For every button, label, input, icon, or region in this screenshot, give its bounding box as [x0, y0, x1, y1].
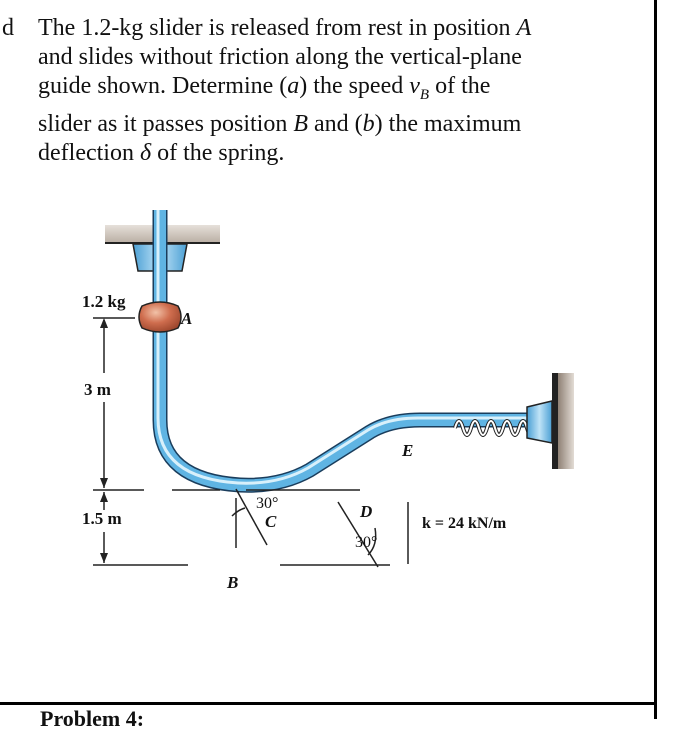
slider-guide-figure: A 1.2 kg 3 m 1.5 m	[60, 134, 580, 592]
clipped-left-text: d	[2, 15, 14, 41]
label-point-B: B	[226, 573, 238, 590]
label-angle-D: 30°	[355, 534, 377, 551]
label-angle-C: 30°	[256, 495, 278, 512]
problem-line-1: The 1.2-kg slider is released from rest …	[38, 15, 532, 41]
spring	[453, 419, 537, 437]
problem-line-5: deflection δ of the spring.	[38, 139, 285, 166]
mass-label: 1.2 kg	[82, 292, 126, 311]
problem-statement: The 1.2-kg slider is released from rest …	[38, 14, 648, 168]
dimension-3m: 3 m	[84, 380, 111, 399]
problem-line-2: and slides without friction along the ve…	[38, 44, 522, 70]
table-right-border	[654, 0, 657, 719]
label-point-D: D	[359, 502, 372, 521]
guide-tube	[152, 134, 530, 493]
table-bottom-rule	[0, 702, 657, 705]
spring-constant-label: k = 24 kN/m	[422, 515, 507, 532]
wall-support	[526, 373, 574, 469]
label-point-C: C	[265, 512, 277, 531]
label-point-A: A	[180, 309, 192, 328]
problem-line-3: guide shown. Determine (a) the speed vB …	[38, 73, 491, 103]
slider-A	[138, 301, 182, 333]
next-problem-heading: Problem 4:	[40, 706, 145, 731]
problem-line-4: slider as it passes position B and (b) t…	[38, 110, 522, 137]
dimension-1-5m: 1.5 m	[82, 509, 122, 528]
label-point-E: E	[401, 441, 413, 460]
